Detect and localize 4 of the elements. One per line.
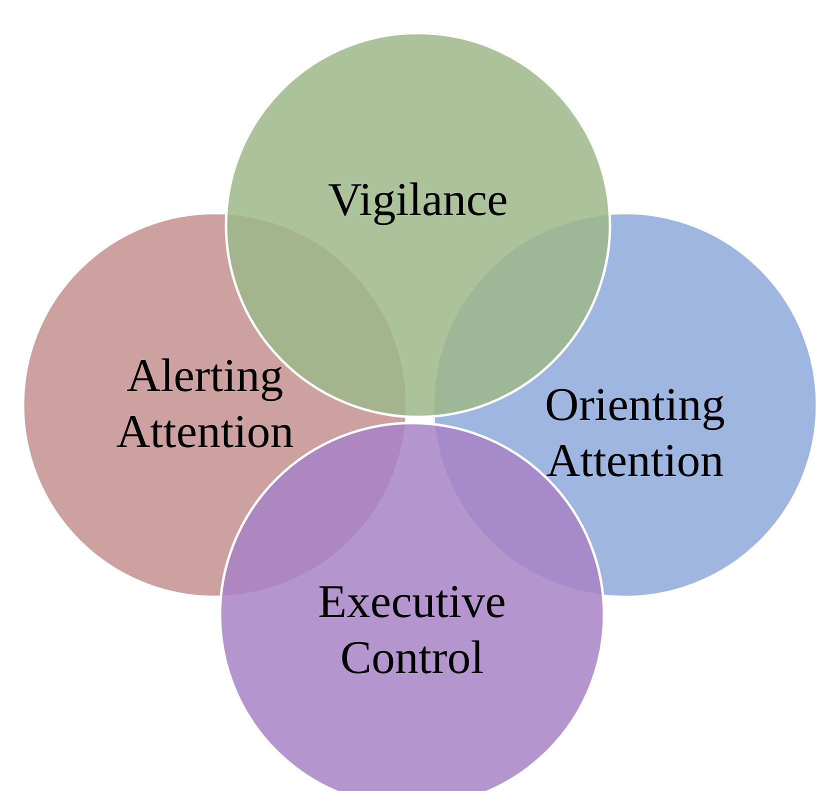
circle-label: Orienting Attention: [544, 378, 726, 489]
circle-label: Alerting Attention: [115, 349, 295, 460]
circle-label: Executive Control: [317, 575, 507, 686]
circle-label: Vigilance: [327, 173, 509, 228]
